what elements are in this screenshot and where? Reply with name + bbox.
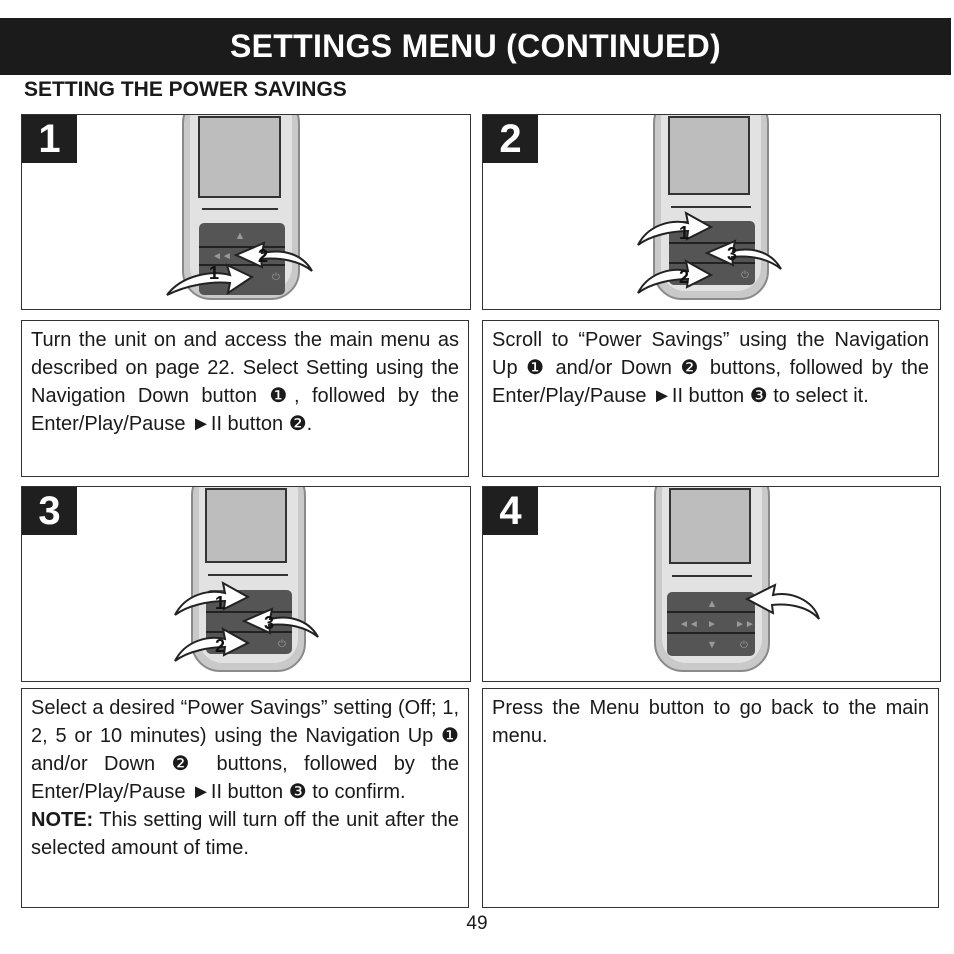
- player-device-icon: ⏻ 1 3 2: [174, 487, 319, 672]
- svg-text:⏻: ⏻: [741, 270, 749, 281]
- step-1-text-panel: Turn the unit on and access the main men…: [21, 320, 469, 477]
- svg-text:▼: ▼: [707, 639, 718, 651]
- page-number: 49: [466, 913, 488, 934]
- step-4-number: 4: [483, 487, 538, 535]
- svg-text:▲: ▲: [235, 230, 246, 242]
- page-title: SETTINGS MENU (CONTINUED): [0, 18, 951, 75]
- step-4-instructions: Press the Menu button to go back to the …: [492, 697, 929, 747]
- svg-text:⏻: ⏻: [278, 639, 286, 650]
- step-3-note: NOTE: This setting will turn off the uni…: [31, 806, 459, 862]
- step-2-illustration: 2 ⏻ 1 3 2: [482, 114, 941, 310]
- callout-2: 2: [258, 246, 268, 266]
- svg-text:◄◄: ◄◄: [212, 251, 232, 262]
- svg-text:⏻: ⏻: [740, 640, 748, 651]
- step-2-number: 2: [483, 115, 538, 163]
- callout-1: 1: [215, 593, 225, 613]
- step-2-text-panel: Scroll to “Power Savings” using the Navi…: [482, 320, 939, 477]
- callout-2: 2: [679, 267, 689, 287]
- step-1-illustration: 1 ▲ ◄◄ ⏻ 1 2: [21, 114, 471, 310]
- section-heading: SETTING THE POWER SAVINGS: [24, 78, 347, 101]
- step-3-instructions: Select a desired “Power Savings” setting…: [31, 697, 459, 803]
- svg-text:►: ►: [707, 619, 717, 630]
- player-device-icon: ⏻ 1 3 2: [637, 115, 782, 300]
- step-1-instructions: Turn the unit on and access the main men…: [31, 329, 459, 435]
- note-label: NOTE:: [31, 809, 94, 831]
- svg-text:▲: ▲: [707, 598, 718, 610]
- svg-text:◄◄: ◄◄: [679, 619, 699, 630]
- step-1-number: 1: [22, 115, 77, 163]
- callout-1: 1: [679, 223, 689, 243]
- step-3-text-panel: Select a desired “Power Savings” setting…: [21, 688, 469, 908]
- callout-2: 2: [215, 636, 225, 656]
- step-2-instructions: Scroll to “Power Savings” using the Navi…: [492, 329, 929, 407]
- callout-3: 3: [264, 613, 274, 633]
- player-device-icon: ▲ ◄◄ ► ►► ▼ ⏻: [654, 487, 820, 672]
- svg-text:►►: ►►: [735, 619, 755, 630]
- step-4-illustration: 4 ▲ ◄◄ ► ►► ▼ ⏻: [482, 486, 941, 682]
- step-3-illustration: 3 ⏻ 1 3 2: [21, 486, 471, 682]
- note-text: This setting will turn off the unit afte…: [31, 809, 459, 859]
- svg-text:⏻: ⏻: [272, 272, 280, 283]
- step-4-text-panel: Press the Menu button to go back to the …: [482, 688, 939, 908]
- player-device-icon: ▲ ◄◄ ⏻ 1 2: [166, 115, 313, 300]
- step-3-number: 3: [22, 487, 77, 535]
- callout-1: 1: [209, 263, 219, 283]
- callout-3: 3: [727, 244, 737, 264]
